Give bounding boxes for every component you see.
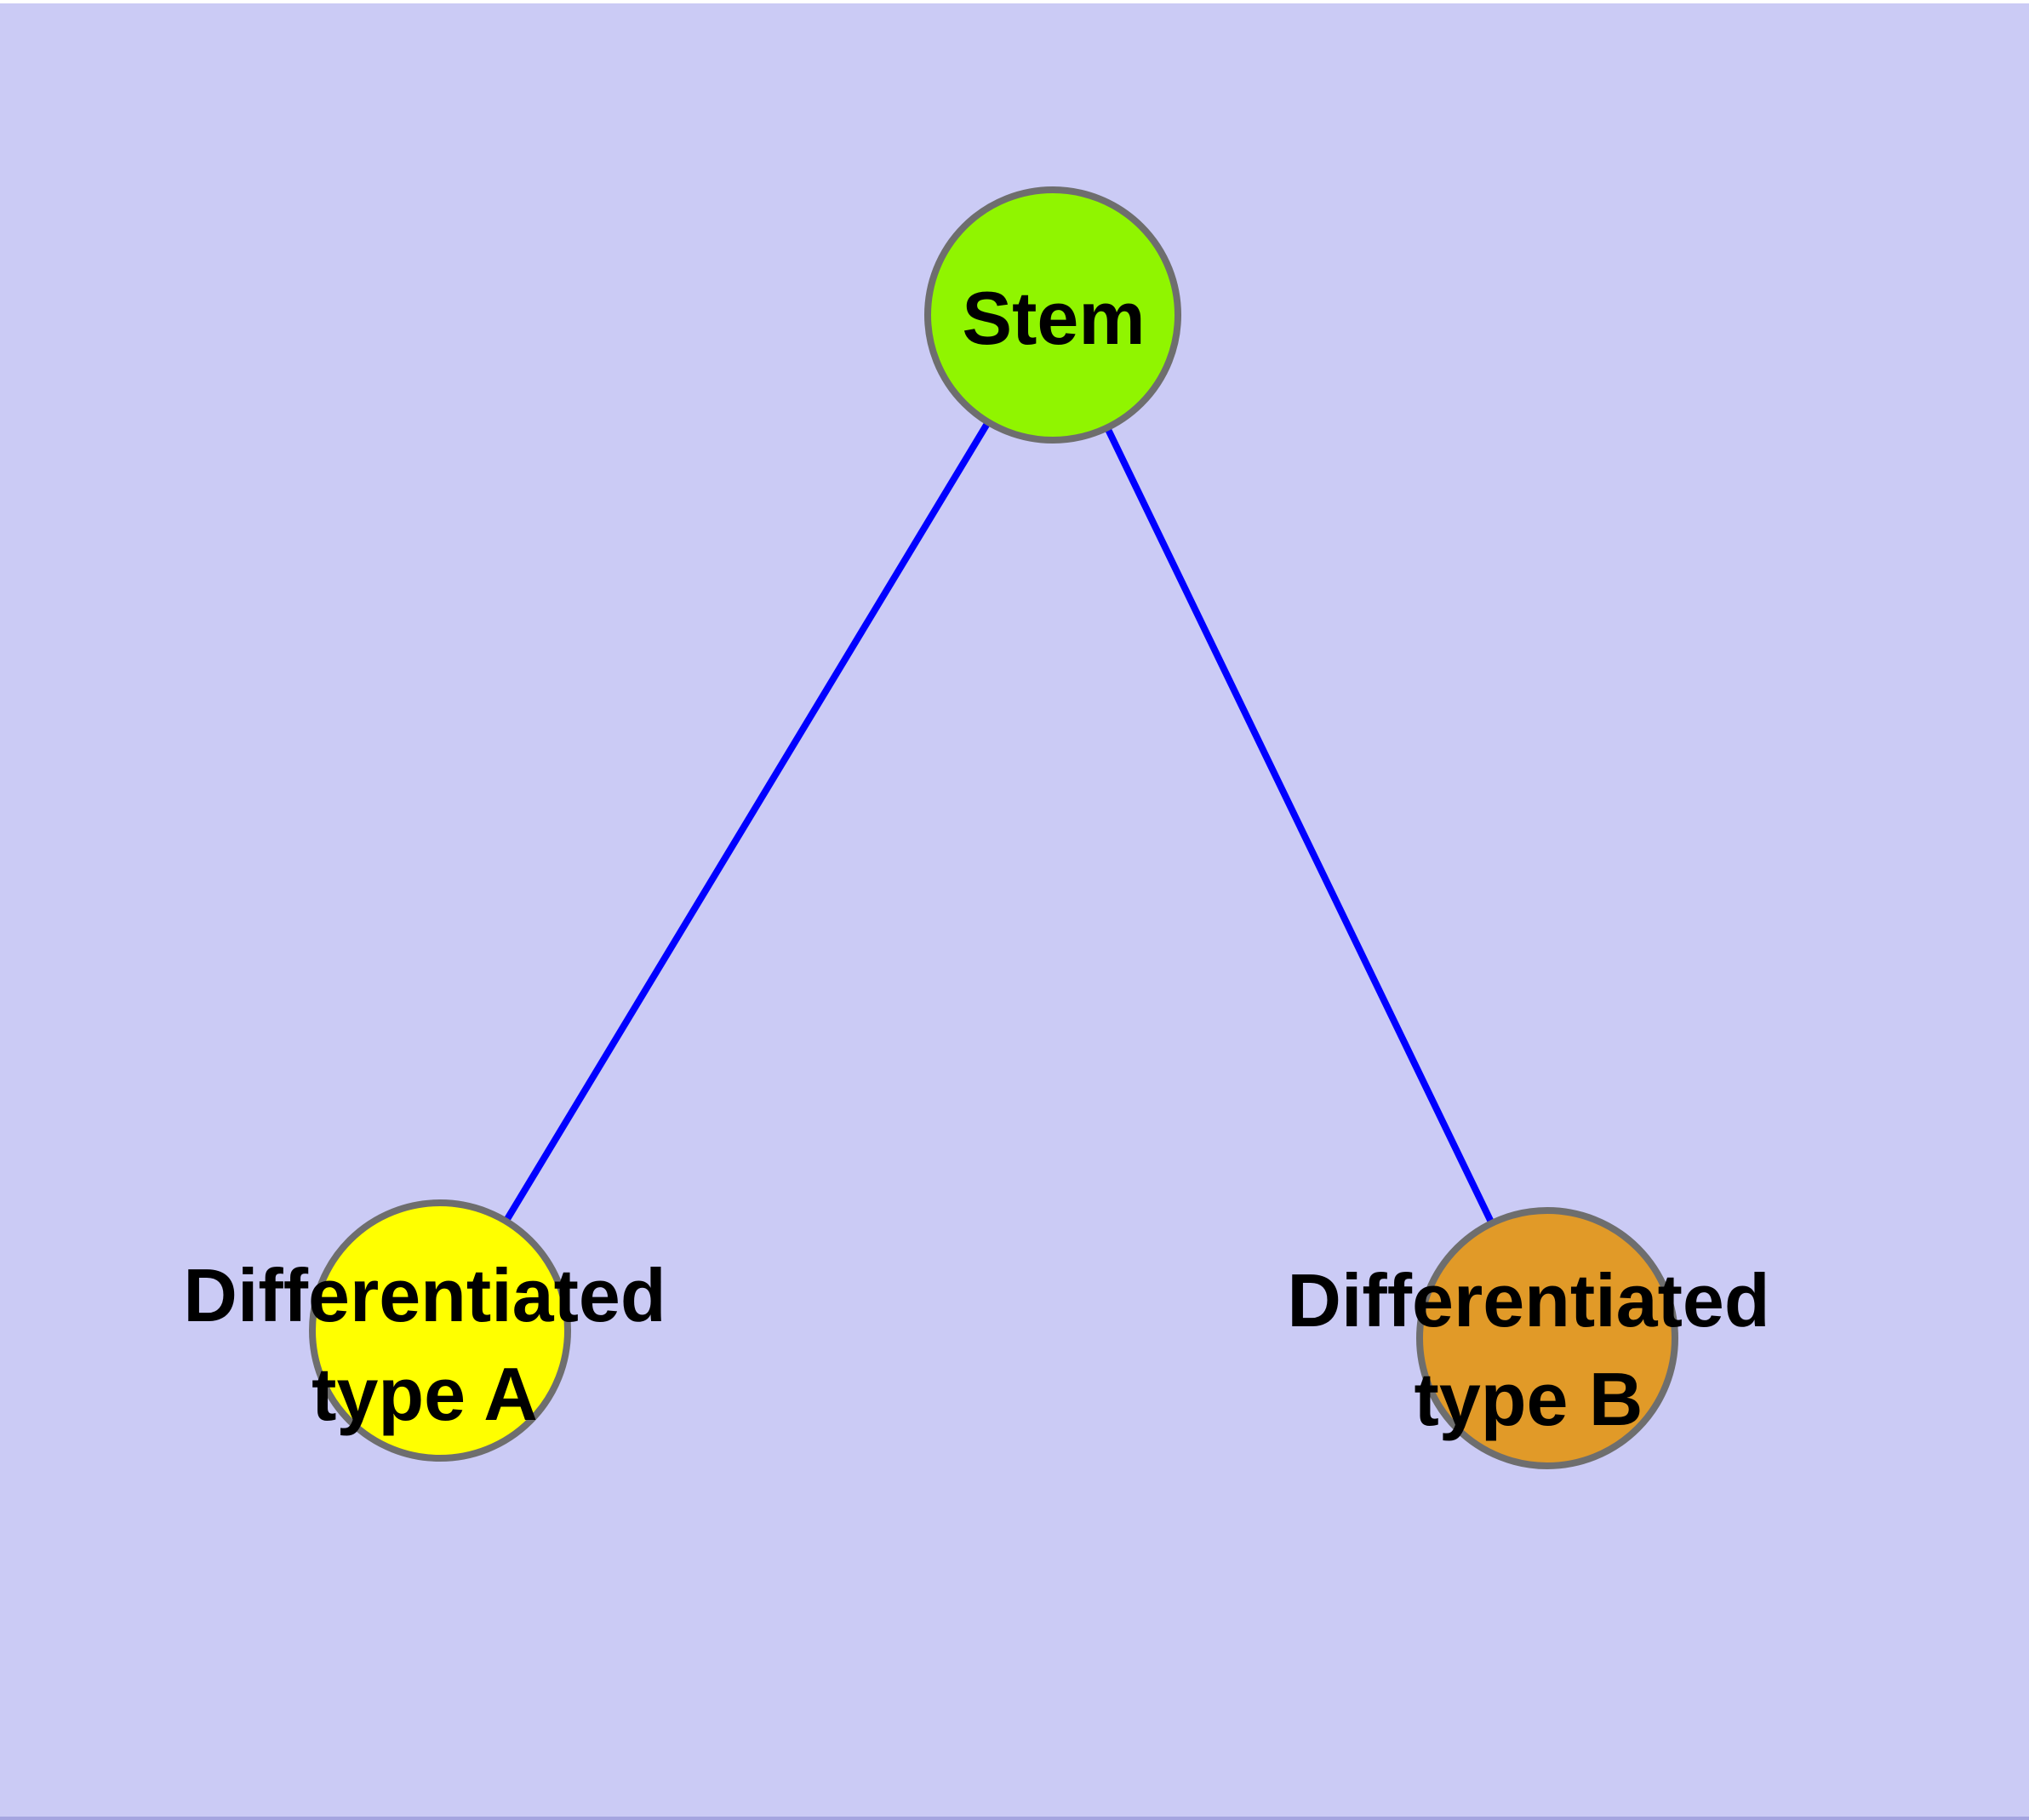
differentiated-type-b-node xyxy=(1416,1207,1678,1469)
edge-stem-to-type-a xyxy=(437,312,1056,1333)
differentiated-type-a-node xyxy=(309,1199,571,1462)
differentiated-type-b-node-label: Differentiated type B xyxy=(1287,1257,1770,1441)
bottom-edge-strip xyxy=(0,1817,2029,1820)
differentiated-type-a-node-label: Differentiated type A xyxy=(183,1252,666,1436)
stem-node-label: Stem xyxy=(962,275,1146,360)
edge-stem-to-type-b xyxy=(1049,313,1551,1340)
stem-node xyxy=(924,186,1181,444)
top-edge-strip xyxy=(0,0,2029,3)
